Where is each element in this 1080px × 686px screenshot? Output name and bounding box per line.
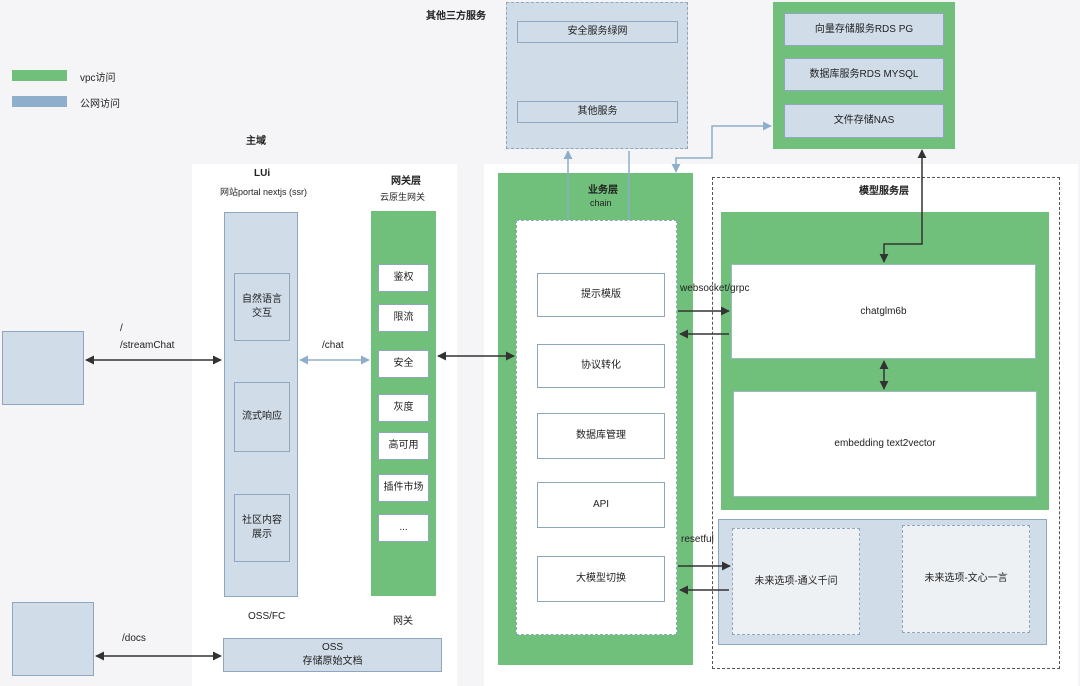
gateway-item-ratelimit[interactable]: 限流 [378, 304, 429, 332]
business-title: 业务层 [588, 185, 618, 196]
client-box-top[interactable] [2, 331, 84, 405]
business-item-prompt[interactable]: 提示模版 [537, 273, 665, 317]
lui-item-nl[interactable]: 自然语言交互 [234, 273, 290, 341]
legend-public-label: 公网访问 [80, 99, 120, 110]
client-box-bottom[interactable] [12, 602, 94, 676]
edge-business-storage [671, 121, 772, 173]
main-domain-label: 主域 [246, 136, 266, 147]
model-embedding[interactable]: embedding text2vector [733, 391, 1037, 497]
edge-label-streamchat: /streamChat [120, 340, 175, 351]
third-party-item-green[interactable]: 安全服务绿网 [517, 21, 678, 43]
oss-title: OSS [321, 642, 344, 653]
storage-item-nas[interactable]: 文件存储NAS [784, 104, 944, 138]
storage-item-vector[interactable]: 向量存储服务RDS PG [784, 13, 944, 46]
edge-label-websocket: websocket/grpc [680, 283, 750, 294]
gateway-subtitle: 云原生网关 [380, 192, 426, 202]
gateway-item-ha[interactable]: 高可用 [378, 432, 429, 460]
edge-label-restful: resetful [681, 534, 714, 545]
edge-chat-storage [879, 149, 927, 263]
gateway-item-security[interactable]: 安全 [378, 350, 429, 378]
model-chatglm[interactable]: chatglm6b [731, 264, 1036, 359]
business-item-db[interactable]: 数据库管理 [537, 413, 665, 459]
gateway-title: 网关层 [391, 176, 421, 187]
gateway-item-plugins[interactable]: 插件市场 [378, 474, 429, 502]
lui-item-community[interactable]: 社区内容展示 [234, 494, 290, 562]
edge-label-slash: / [120, 323, 123, 334]
lui-title: LUi [254, 168, 271, 179]
edge-label-chat: /chat [322, 340, 344, 351]
business-item-api[interactable]: API [537, 482, 665, 528]
legend-vpc-swatch [12, 70, 67, 81]
third-party-title: 其他三方服务 [426, 11, 486, 22]
storage-item-mysql[interactable]: 数据库服务RDS MYSQL [784, 58, 944, 91]
third-party-item-other[interactable]: 其他服务 [517, 101, 678, 123]
oss-box[interactable]: OSS 存储原始文档 [223, 638, 442, 672]
gateway-item-gray[interactable]: 灰度 [378, 394, 429, 422]
lui-subtitle: 网站portal nextjs (ssr) [220, 187, 308, 197]
business-item-protocol[interactable]: 协议转化 [537, 344, 665, 388]
model-future-wenxin[interactable]: 未来选项-文心一言 [902, 525, 1030, 633]
model-future-tongyi[interactable]: 未来选项-通义千问 [732, 528, 860, 635]
gateway-bottom-label: 网关 [393, 616, 413, 627]
gateway-item-more[interactable]: ... [378, 514, 429, 542]
business-item-switch[interactable]: 大模型切换 [537, 556, 665, 602]
legend-public-swatch [12, 96, 67, 107]
oss-subtitle: 存储原始文档 [302, 656, 363, 667]
legend-vpc-label: vpc访问 [80, 73, 116, 84]
lui-item-stream[interactable]: 流式响应 [234, 382, 290, 452]
edge-label-docs: /docs [122, 633, 146, 644]
lui-bottom-label: OSS/FC [248, 611, 286, 622]
business-subtitle: chain [590, 198, 612, 208]
gateway-item-auth[interactable]: 鉴权 [378, 264, 429, 292]
